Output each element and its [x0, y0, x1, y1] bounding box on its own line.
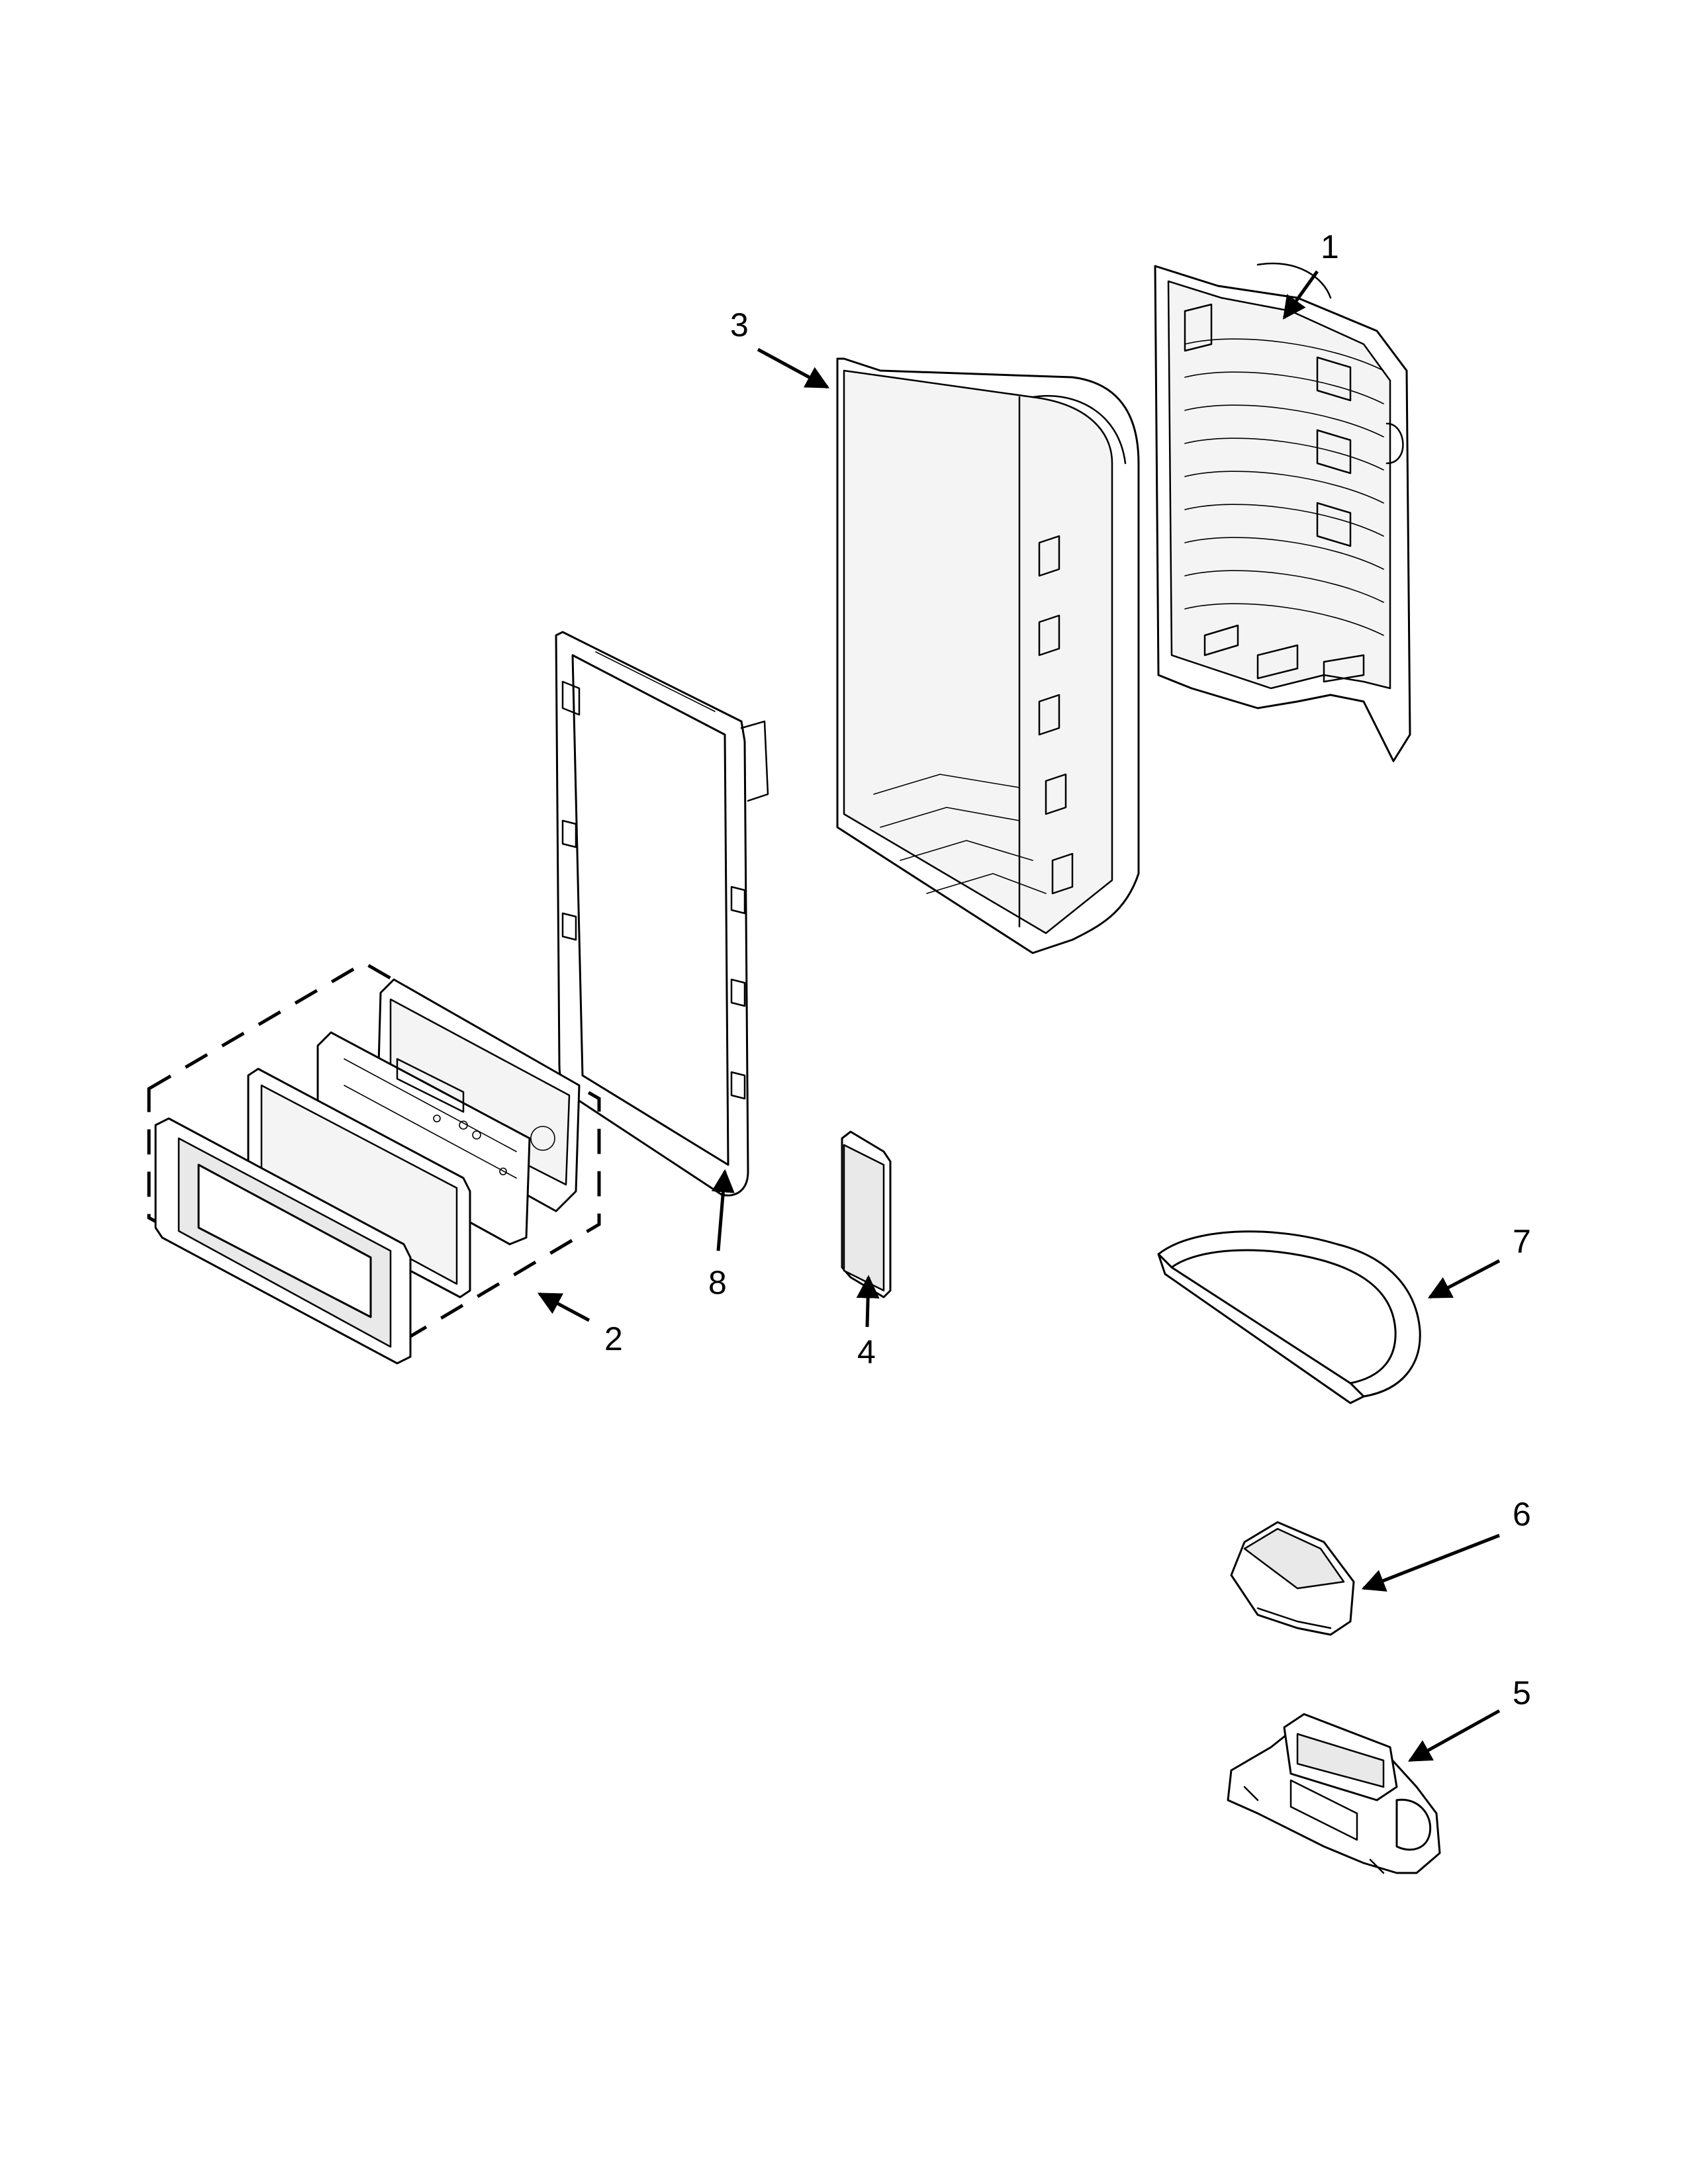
leader-2 — [537, 1292, 590, 1322]
callout-3: 3 — [730, 306, 749, 343]
part-5-mechanism — [1227, 1713, 1441, 1874]
part-3-liner — [836, 357, 1140, 954]
part-8-frame — [555, 631, 769, 1197]
leader-4 — [856, 1275, 880, 1328]
callout-6: 6 — [1513, 1496, 1531, 1533]
leader-8 — [711, 1169, 735, 1251]
callout-labels: 1 2 3 4 5 6 7 8 — [604, 228, 1531, 1711]
callout-2: 2 — [604, 1320, 623, 1357]
part-2-control-assembly — [147, 961, 601, 1365]
leader-7 — [1427, 1259, 1501, 1299]
part-4-pad — [841, 1130, 892, 1298]
part-1-dispenser-housing — [1154, 262, 1411, 762]
callout-1: 1 — [1321, 228, 1339, 265]
leader-5 — [1407, 1709, 1501, 1762]
leader-6 — [1361, 1533, 1500, 1592]
callout-8: 8 — [708, 1264, 727, 1301]
leader-3 — [757, 347, 830, 389]
callout-4: 4 — [857, 1334, 876, 1371]
callout-arrows — [537, 270, 1501, 1762]
leader-1 — [1282, 270, 1319, 320]
part-7-gasket — [1157, 1230, 1421, 1404]
callout-7: 7 — [1513, 1223, 1531, 1260]
callout-5: 5 — [1513, 1674, 1531, 1711]
part-6-chute — [1230, 1521, 1355, 1636]
